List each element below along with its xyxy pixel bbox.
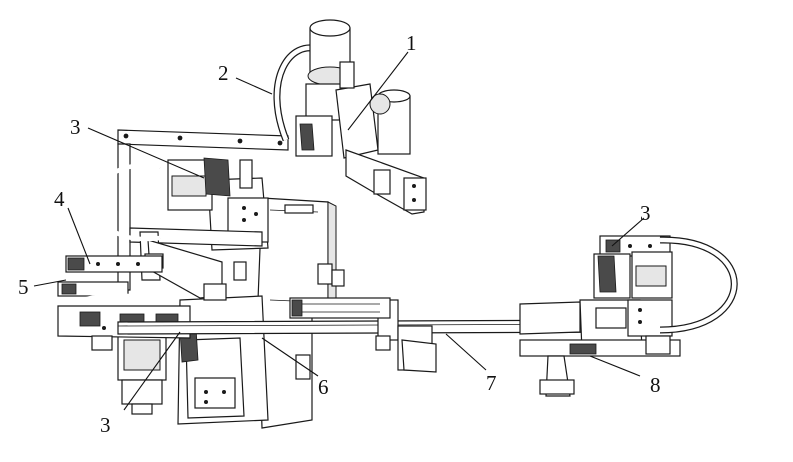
leader-3b bbox=[123, 331, 181, 411]
right-station bbox=[519, 235, 681, 397]
leader-8 bbox=[589, 355, 641, 377]
callout-4: 4 bbox=[54, 187, 65, 211]
callout-3-right: 3 bbox=[640, 201, 651, 225]
leader-1 bbox=[347, 51, 409, 131]
transfer-bar bbox=[117, 299, 637, 373]
linear-cylinder bbox=[289, 263, 391, 351]
leader-6 bbox=[261, 337, 319, 377]
leader-5 bbox=[33, 279, 67, 287]
leader-2 bbox=[235, 77, 273, 95]
callout-7: 7 bbox=[486, 371, 497, 395]
right-cable-loop bbox=[659, 236, 738, 334]
callout-labels: 1 2 3 3 3 4 5 6 7 8 bbox=[18, 31, 661, 437]
leader-7 bbox=[445, 333, 487, 371]
leader-3c bbox=[611, 217, 645, 247]
left-cable-loop-upper bbox=[94, 163, 161, 242]
callout-1: 1 bbox=[406, 31, 417, 55]
callout-3-upper-left: 3 bbox=[70, 115, 81, 139]
leader-4 bbox=[67, 207, 91, 265]
callout-leaders bbox=[33, 51, 645, 411]
left-cable-loop-lower bbox=[50, 293, 131, 352]
callout-2: 2 bbox=[218, 61, 229, 85]
top-motor-assembly bbox=[273, 19, 427, 215]
leader-3a bbox=[87, 127, 205, 179]
callout-6: 6 bbox=[318, 375, 329, 399]
callout-3-lower-left: 3 bbox=[100, 413, 111, 437]
left-clamp-block bbox=[57, 255, 163, 297]
callout-5: 5 bbox=[18, 275, 29, 299]
callout-8: 8 bbox=[650, 373, 661, 397]
